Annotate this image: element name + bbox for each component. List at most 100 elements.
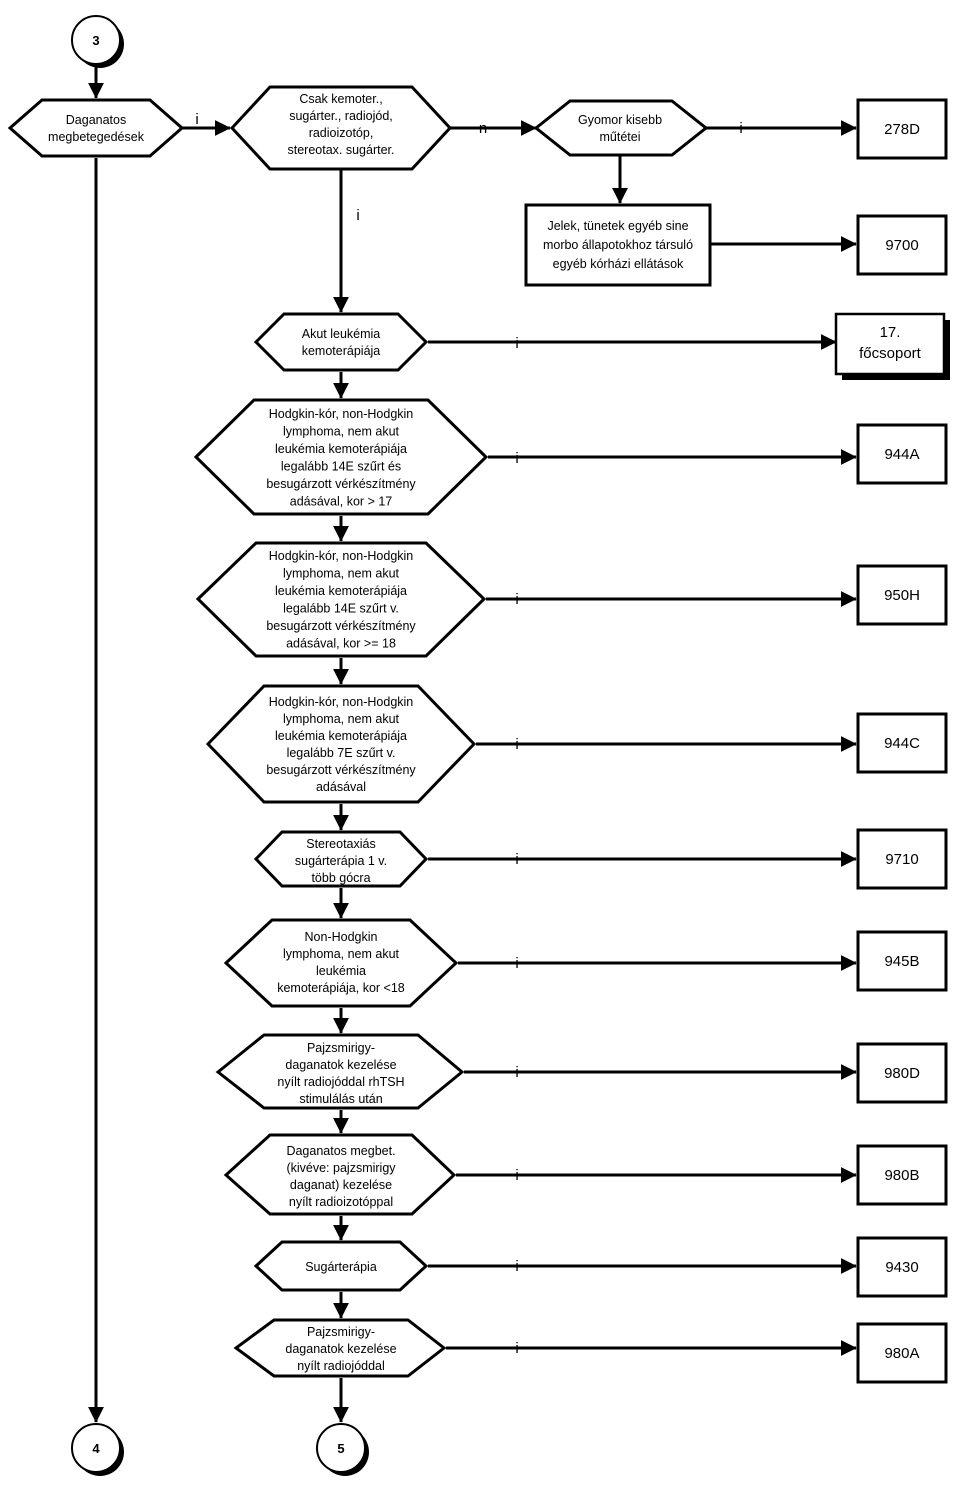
node-h1-text: Hodgkin-kór, non-Hodgkin lymphoma, nem ak… (266, 407, 416, 509)
code-980A: 980A (884, 1345, 919, 1362)
node-pajzs2-shape (233, 1318, 447, 1378)
code-box-950H (856, 564, 948, 626)
text-line: Sugárterápia (305, 1260, 377, 1274)
edge-label-nonh-945B: i (515, 955, 518, 972)
text-line: Daganatos (66, 113, 126, 127)
text-line: lymphoma, nem akut (283, 947, 400, 961)
text-line: Daganatos megbet. (286, 1144, 395, 1158)
text-line: leukémia kemoterápiája (275, 729, 407, 743)
text-line: besugárzott vérkészítmény (266, 763, 416, 777)
text-line: leukémia kemoterápiája (275, 584, 407, 598)
text-line: legalább 14E szűrt v. (283, 602, 399, 616)
code-box-980D (856, 1042, 948, 1104)
text-line: besugárzott vérkészítmény (266, 619, 416, 633)
node-gyomor-text: Gyomor kisebb műtétei (578, 113, 662, 144)
node-akut-shape (253, 312, 429, 372)
code-9710: 9710 (885, 851, 918, 868)
edge-label-dagmegbet-980B: i (515, 1167, 518, 1184)
node-h3-shape (205, 684, 477, 804)
node-sugar-text: Sugárterápia (305, 1260, 377, 1274)
code-944A: 944A (884, 446, 919, 463)
node-sugar-shape (253, 1240, 429, 1292)
edge-labels: i n i i i i i i i i i i i i (195, 111, 742, 1357)
edge-label-pajzs1-980D: i (515, 1064, 518, 1081)
node-daganatos-text: Daganatos megbetegedések (48, 113, 145, 144)
text-line: daganatok kezelése (285, 1058, 396, 1072)
edge-label-pajzs2-980A: i (515, 1340, 518, 1357)
text-line: Non-Hodgkin (305, 930, 378, 944)
node-gyomor-shape (533, 99, 709, 157)
code-box-9430 (856, 1236, 948, 1298)
text-line: daganat) kezelése (290, 1178, 392, 1192)
text-line: leukémia kemoterápiája (275, 442, 407, 456)
text-line: (kivéve: pajzsmirigy (286, 1161, 396, 1175)
text-line: besugárzott vérkészítmény (266, 477, 416, 491)
code-box-944A (856, 423, 948, 485)
text-line: Pajzsmirigy- (307, 1325, 375, 1339)
edge-label-h1-944A: i (515, 450, 518, 467)
code-box-944C (856, 712, 948, 774)
text-line: lymphoma, nem akut (283, 712, 400, 726)
text-line: egyéb kórházi ellátások (553, 257, 684, 271)
text-line: megbetegedések (48, 130, 145, 144)
text-line: radioizotóp, (309, 126, 374, 140)
text-line: morbo állapotokhoz társuló (543, 238, 693, 252)
code-9700: 9700 (885, 237, 918, 254)
text-line: nyílt radioizotóppal (289, 1195, 393, 1209)
text-line: Csak kemoter., (299, 92, 382, 106)
node-jelek-text: Jelek, tünetek egyéb sine morbo állapotok… (543, 219, 693, 271)
edge-label-gyomor-278D: i (739, 120, 742, 137)
text-line: lymphoma, nem akut (283, 425, 400, 439)
code-box-945B (856, 930, 948, 992)
code-17: 17. főcsoport (859, 324, 922, 362)
text-line: Jelek, tünetek egyéb sine (547, 219, 688, 233)
text-line: Hodgkin-kór, non-Hodgkin (269, 549, 414, 563)
node-csak-shape (229, 85, 453, 171)
connector-5-label: 5 (337, 1441, 344, 1456)
connector-3: 3 (71, 15, 124, 68)
node-dagmegbet-text: Daganatos megbet. (kivéve: pajzsmirigy dag… (286, 1144, 396, 1209)
edge-label-csak-gyomor: n (479, 120, 487, 137)
edge-label-h3-944C: i (515, 736, 518, 753)
text-line: legalább 7E szűrt v. (287, 746, 396, 760)
text-line: sugárter., radiojód, (289, 109, 393, 123)
node-csak-text: Csak kemoter., sugárter., radiojód, radioi… (287, 92, 394, 157)
text-line: Hodgkin-kór, non-Hodgkin (269, 407, 414, 421)
text-line: több gócra (311, 871, 370, 885)
code-980D: 980D (884, 1065, 920, 1082)
connector-4: 4 (71, 1423, 124, 1476)
code-box-980B (856, 1144, 948, 1206)
code-box-9710 (856, 828, 948, 890)
edge-label-sugar-9430: i (515, 1258, 518, 1275)
edge-label-akut-17: i (515, 335, 518, 352)
code-980B: 980B (884, 1167, 919, 1184)
text-line: 17. (880, 324, 901, 341)
node-h2-shape (195, 541, 487, 658)
text-line: Gyomor kisebb (578, 113, 662, 127)
text-line: műtétei (600, 130, 641, 144)
text-line: stereotax. sugárter. (287, 143, 394, 157)
code-9430: 9430 (885, 1259, 918, 1276)
code-278D: 278D (884, 121, 920, 138)
edge-label-h2-950H: i (515, 591, 518, 608)
connector-3-label: 3 (92, 33, 99, 48)
text-line: Stereotaxiás (306, 837, 375, 851)
edges (88, 65, 857, 1423)
text-line: Akut leukémia (302, 327, 381, 341)
edge-label-csak-down: i (356, 207, 359, 224)
text-line: adásával, kor >= 18 (286, 637, 396, 651)
node-jelek-shape (524, 203, 712, 287)
text-line: főcsoport (859, 345, 922, 362)
text-line: daganatok kezelése (285, 1342, 396, 1356)
text-line: legalább 14E szűrt és (281, 460, 401, 474)
connector-5: 5 (316, 1423, 369, 1476)
code-box-278D (856, 98, 948, 160)
text-line: Pajzsmirigy- (307, 1041, 375, 1055)
code-944C: 944C (884, 735, 920, 752)
